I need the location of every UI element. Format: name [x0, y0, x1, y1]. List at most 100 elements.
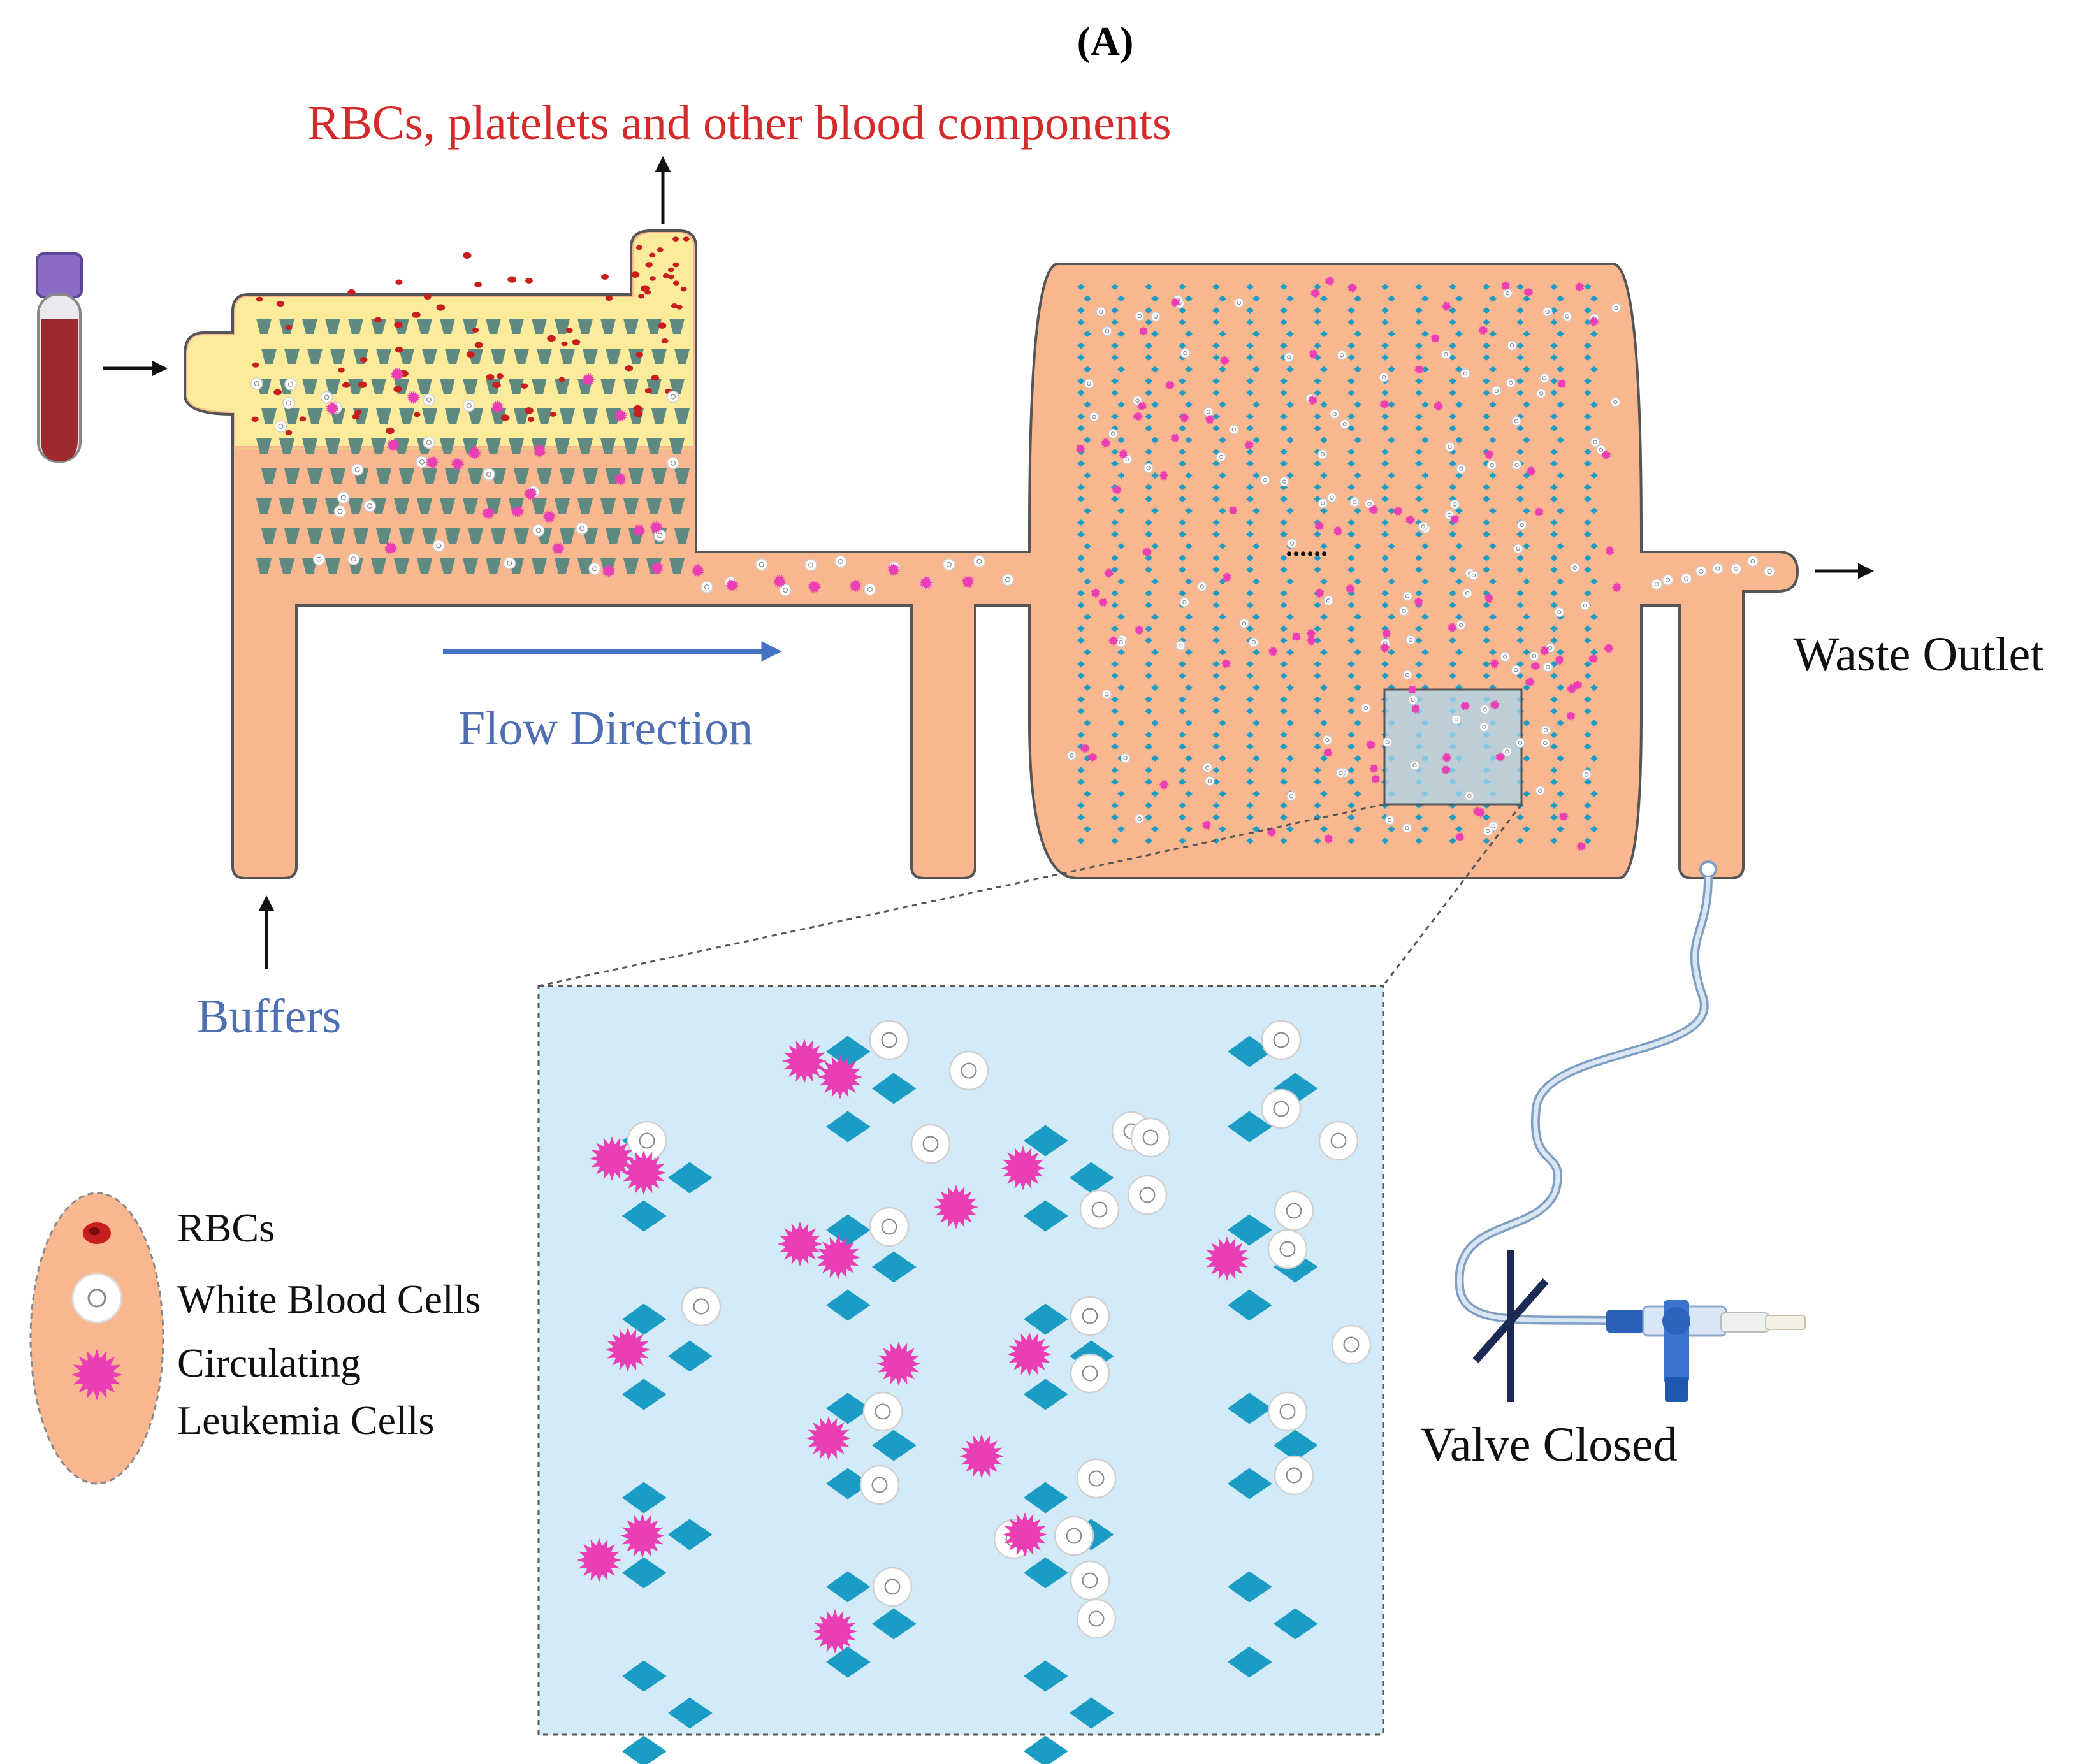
white-blood-cell: [1151, 311, 1161, 322]
pillar: [514, 349, 529, 364]
red-blood-cell: [657, 247, 664, 252]
white-blood-cell: [653, 529, 666, 542]
capture-post: [1354, 331, 1361, 337]
capture-post: [1347, 378, 1355, 384]
pillar: [463, 379, 478, 394]
capture-post: [1151, 507, 1159, 514]
capture-post: [1286, 331, 1294, 337]
pillar: [417, 379, 432, 394]
capture-post: [1584, 554, 1592, 561]
capture-post: [1320, 719, 1328, 727]
leukemia-cell: [1525, 676, 1535, 688]
capture-post: [1219, 684, 1226, 691]
capture-post: [1286, 472, 1294, 479]
capture-post: [1516, 554, 1524, 561]
red-blood-cell: [347, 289, 356, 296]
capture-post: [1185, 684, 1193, 691]
white-blood-cell: [1581, 769, 1592, 780]
white-blood-cell: [1516, 520, 1527, 530]
capture-post: [1179, 342, 1186, 349]
capture-post: [1179, 779, 1186, 785]
capture-post: [1274, 1429, 1318, 1461]
capture-post: [1145, 354, 1152, 361]
leukemia-cell: [1132, 411, 1143, 422]
capture-post: [1117, 649, 1125, 656]
capture-post: [1314, 425, 1321, 431]
capture-post: [1483, 307, 1490, 314]
capture-post: [1314, 732, 1321, 738]
capture-post: [1489, 295, 1497, 302]
white-blood-cell: [351, 463, 364, 476]
capture-post: [1388, 331, 1395, 337]
leukemia-cell: [601, 564, 616, 578]
white-blood-cell: [1580, 600, 1590, 611]
capture-post: [622, 1303, 667, 1335]
capture-post: [1415, 484, 1423, 491]
pillar: [307, 349, 323, 364]
capture-post: [1415, 531, 1423, 538]
white-blood-cell: [681, 1286, 722, 1327]
capture-post: [1449, 554, 1456, 561]
capture-post: [1449, 814, 1456, 821]
capture-post: [1185, 331, 1193, 337]
leukemia-cell: [1221, 572, 1233, 582]
capture-post: [1246, 449, 1254, 455]
pillar: [532, 319, 547, 334]
capture-post: [1145, 519, 1152, 526]
capture-post: [1381, 602, 1389, 609]
pillar: [445, 408, 460, 424]
white-blood-cell: [1529, 651, 1539, 662]
capture-post: [1077, 637, 1085, 644]
leukemia-cell: [1557, 379, 1567, 389]
capture-post: [1111, 767, 1119, 774]
pillar: [330, 468, 345, 484]
capture-post: [1354, 826, 1361, 832]
capture-post: [1111, 354, 1119, 361]
pillar: [600, 498, 616, 514]
white-blood-cell: [423, 393, 435, 407]
white-blood-cell: [1469, 570, 1479, 581]
white-blood-cell: [1449, 499, 1460, 510]
capture-post: [1252, 755, 1260, 762]
capture-post: [1415, 672, 1423, 679]
capture-post: [1523, 614, 1530, 620]
capture-post: [1347, 802, 1355, 809]
capture-post: [1077, 378, 1085, 384]
white-blood-cell: [1127, 1175, 1168, 1215]
capture-post: [1246, 554, 1254, 561]
capture-post: [1483, 354, 1490, 361]
capture-post: [1388, 543, 1395, 549]
capture-post: [1219, 790, 1226, 797]
red-blood-cell: [662, 273, 669, 278]
scattered-cells: [250, 236, 1775, 852]
capture-post: [1523, 790, 1530, 797]
capture-post: [1286, 366, 1294, 373]
capture-post: [1550, 531, 1558, 538]
white-blood-cell: [1143, 463, 1154, 474]
capture-post: [1421, 437, 1429, 444]
white-blood-cell: [1515, 737, 1525, 748]
capture-post: [1151, 826, 1159, 832]
capture-post: [1212, 307, 1220, 314]
red-blood-cell: [393, 386, 402, 393]
leukemia-cell: [848, 579, 862, 593]
capture-post: [1111, 519, 1119, 526]
capture-post: [1347, 732, 1355, 738]
leukemia-cell: [876, 1341, 922, 1387]
capture-post: [1246, 767, 1254, 774]
capture-post: [1077, 519, 1085, 526]
capture-post: [1280, 708, 1288, 714]
pillar: [509, 438, 524, 454]
capture-post: [1320, 649, 1328, 656]
capture-post: [1070, 1162, 1114, 1194]
capture-post: [1550, 672, 1558, 679]
capture-post: [1455, 472, 1463, 479]
capture-post: [1246, 484, 1254, 491]
capture-post: [1489, 543, 1497, 549]
leukemia-cell: [1075, 443, 1085, 454]
white-blood-cell: [416, 456, 428, 468]
capture-post: [1212, 708, 1220, 714]
capture-post: [1179, 484, 1186, 491]
white-blood-cell: [1611, 303, 1622, 313]
capture-post: [1228, 1468, 1272, 1500]
